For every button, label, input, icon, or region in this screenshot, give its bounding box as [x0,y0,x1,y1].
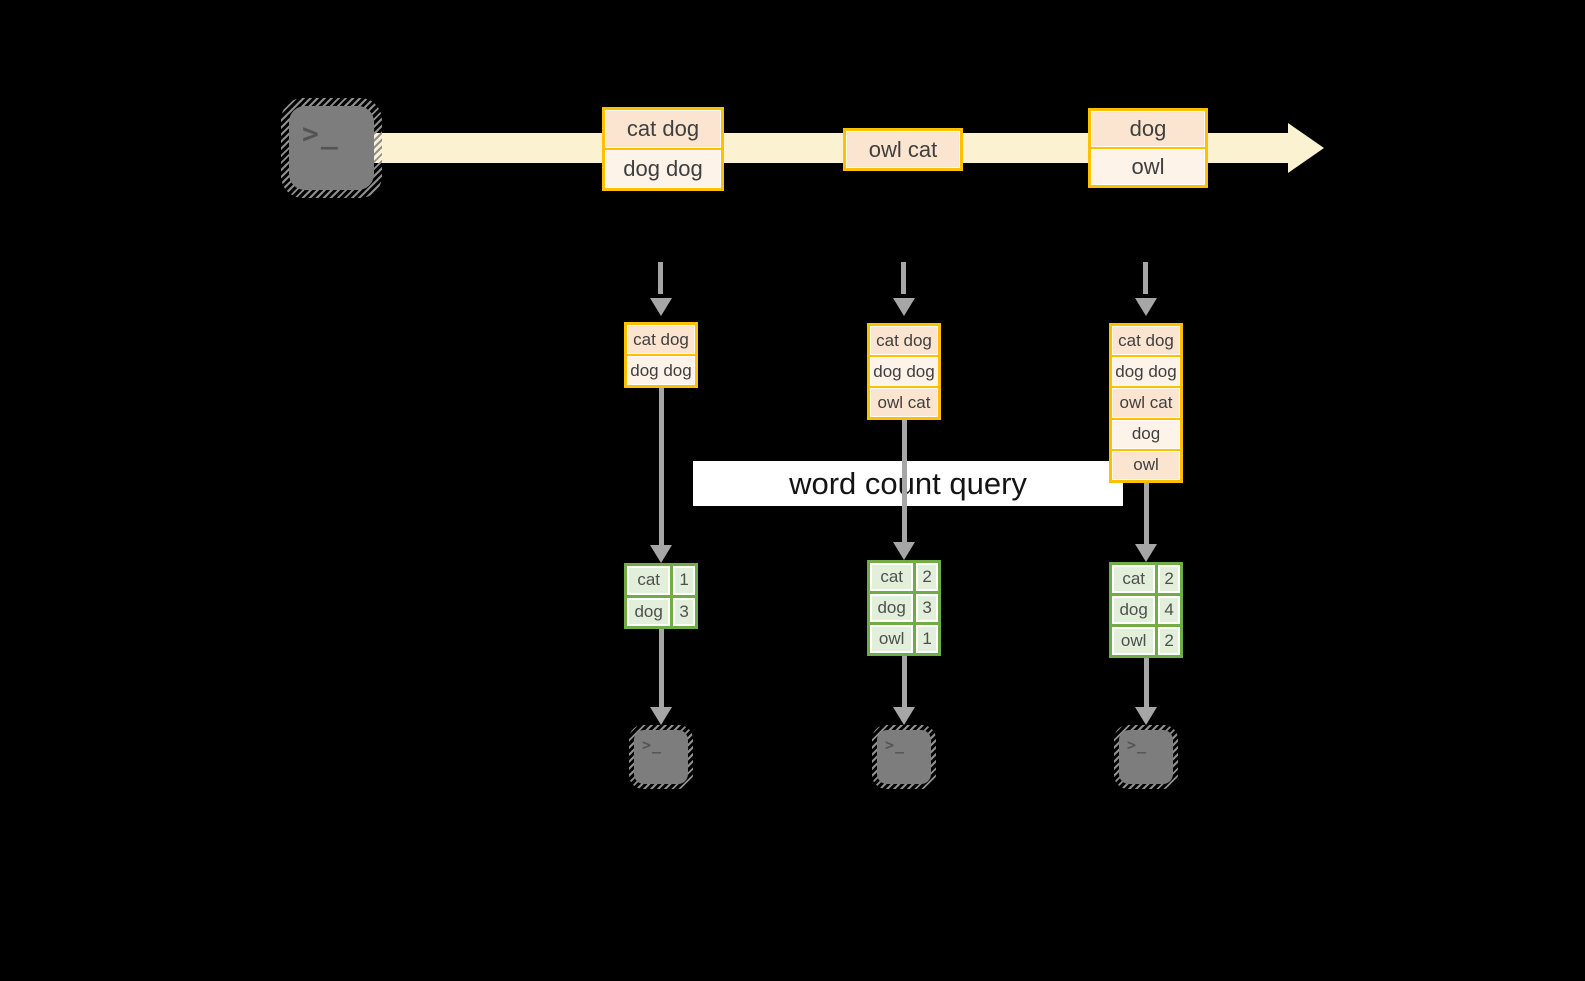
count-word: cat [1112,565,1156,593]
stream-batch-1: cat dog dog dog [602,107,724,191]
terminal-icon: >_ [629,725,693,789]
down-arrow-icon [650,545,672,563]
buffer-record: dog dog [870,357,938,386]
count-word: owl [1112,627,1156,655]
terminal-screen: >_ [289,106,374,190]
buffer-record: owl cat [1112,388,1180,418]
terminal-screen: >_ [1119,730,1173,784]
batch-record: dog dog [605,150,721,188]
count-value: 4 [1158,596,1180,624]
batch-record: cat dog [605,110,721,148]
arrow-line [1144,483,1149,544]
batch-record: owl [1091,149,1205,185]
terminal-prompt-icon: >_ [1127,736,1148,754]
buffer-record: cat dog [627,325,695,354]
terminal-icon: >_ [872,725,936,789]
count-word: cat [870,563,914,591]
query-label: word count query [693,461,1123,506]
arrow-line [902,656,907,707]
batch-record: owl cat [846,131,960,168]
count-word: dog [627,597,671,626]
count-value: 3 [673,597,695,626]
terminal-icon: >_ [1114,725,1178,789]
buffer-record: dog dog [627,356,695,385]
dashed-arrow-line [1143,262,1148,294]
stream-batch-2: owl cat [843,128,963,171]
terminal-screen: >_ [634,730,688,784]
arrow-line [902,418,907,542]
buffer-record: cat dog [1112,326,1180,356]
terminal-prompt-icon: >_ [885,736,906,754]
buffer-record: dog dog [1112,357,1180,387]
buffer-record: cat dog [870,326,938,355]
dashed-arrow-line [658,262,663,294]
arrow-line [659,629,664,707]
arrow-line [1144,658,1149,707]
down-arrow-icon [650,707,672,725]
down-arrow-icon [893,542,915,560]
count-value: 2 [1158,565,1180,593]
down-arrow-icon [893,707,915,725]
stream-batch-3: dog owl [1088,108,1208,188]
terminal-prompt-icon: >_ [642,736,663,754]
terminal-prompt-icon: >_ [302,117,340,150]
dashed-arrow-line [901,262,906,294]
down-arrow-icon [893,298,915,316]
count-word: dog [870,594,914,622]
count-value: 1 [916,625,938,653]
terminal-icon: >_ [281,98,382,198]
right-arrow-icon [1288,123,1324,173]
count-word: owl [870,625,914,653]
count-word: cat [627,566,671,595]
buffer-record: owl cat [870,388,938,417]
count-word: dog [1112,596,1156,624]
count-value: 1 [673,566,695,595]
count-value: 2 [1158,627,1180,655]
down-arrow-icon [650,298,672,316]
input-buffer-2: cat dog dog dog owl cat [867,323,941,420]
arrow-line [659,387,664,545]
word-count-table-3: cat 2 dog 4 owl 2 [1109,562,1183,658]
buffer-record: owl [1112,450,1180,481]
count-value: 2 [916,563,938,591]
word-count-table-2: cat 2 dog 3 owl 1 [867,560,941,656]
buffer-record: dog [1112,419,1180,449]
word-count-table-1: cat 1 dog 3 [624,563,698,629]
input-buffer-3: cat dog dog dog owl cat dog owl [1109,323,1183,483]
input-buffer-1: cat dog dog dog [624,322,698,388]
batch-record: dog [1091,111,1205,147]
down-arrow-icon [1135,707,1157,725]
count-value: 3 [916,594,938,622]
terminal-screen: >_ [877,730,931,784]
down-arrow-icon [1135,298,1157,316]
down-arrow-icon [1135,544,1157,562]
